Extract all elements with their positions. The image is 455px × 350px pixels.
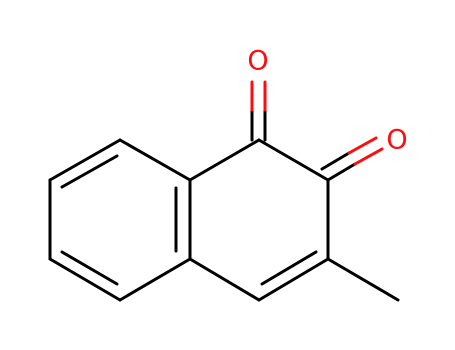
carbonyl-c2 [320,136,384,182]
bond-c7-c8 [48,138,122,182]
carbonyl-c1 [250,80,267,142]
bond-c8a-c1 [188,138,261,182]
bond-c2-o2-a [326,162,357,182]
bond-c4-c4a [188,257,261,302]
bond-c1-c2 [257,138,330,182]
bond-c5-c6 [48,257,122,302]
bond-methyl [326,257,400,302]
bond-c2-o2-b-red [347,136,378,155]
bond-c3-c4 [257,257,330,302]
bond-c7-c8-inner [60,154,119,189]
bond-c3-c4-inner [260,250,318,286]
bond-c8-c8a [118,138,192,182]
bond-c2-o2-a-red [353,147,384,166]
benzene-ring [48,138,192,302]
atom-label-o1: O [247,46,268,77]
quinone-ring [188,138,330,302]
bond-c2-o2-b [320,151,351,171]
bond-c5-c6-inner [60,250,119,286]
bond-c4a-c5 [118,257,192,302]
atom-label-o2: O [386,125,407,156]
